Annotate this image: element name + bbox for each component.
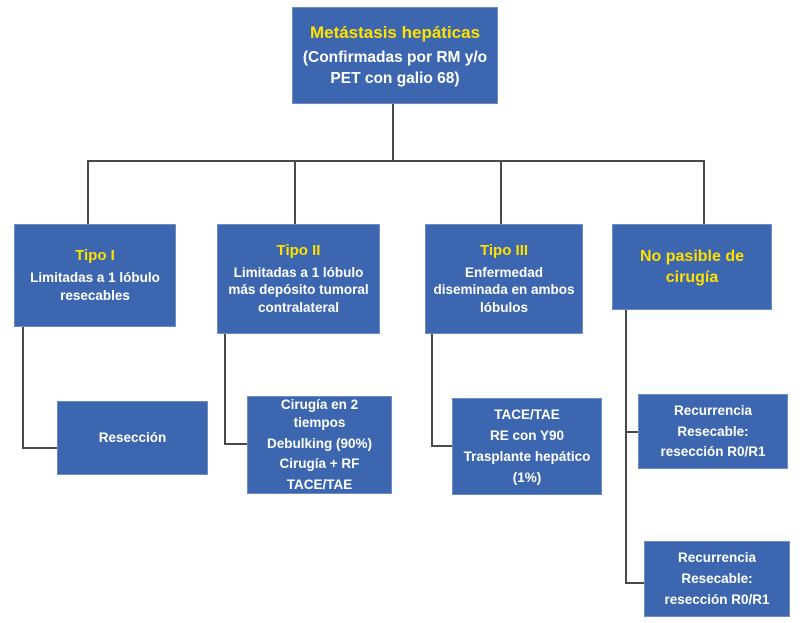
node-tipo-1[interactable]: Tipo I Limitadas a 1 lóbulo resecables [14, 224, 176, 327]
tipo-1-treatment-line-1: Resección [98, 430, 167, 446]
root-heading: Metástasis hepáticas [309, 22, 481, 42]
connector-bus [87, 160, 704, 162]
connector-drop-tipo3 [500, 160, 502, 225]
tipo-2-line-3: contralateral [257, 300, 340, 316]
node-tipo-1-treatment[interactable]: Resección [57, 401, 208, 475]
tipo-3-treatment-line-2: RE con Y90 [489, 428, 565, 444]
recurrencia-1-line-3: resección R0/R1 [660, 444, 766, 460]
node-tipo-2[interactable]: Tipo II Limitadas a 1 lóbulo más depósit… [217, 224, 380, 334]
connector-drop-tipo2 [294, 160, 296, 225]
tipo-2-heading: Tipo II [276, 241, 321, 259]
recurrencia-1-line-2: Resecable: [677, 423, 749, 439]
tipo-3-treatment-line-1: TACE/TAE [494, 407, 560, 423]
node-root[interactable]: Metástasis hepáticas (Confirmadas por RM… [292, 7, 498, 104]
tipo-3-treatment-line-3: Trasplante hepático [463, 449, 591, 464]
connector-recurrencia-1-elbow [625, 431, 639, 433]
tipo-1-line-2: resecables [60, 287, 130, 303]
tipo-3-line-1: Enfermedad [464, 264, 544, 280]
tipo-3-line-3: lóbulos [480, 300, 528, 316]
tipo-1-line-1: Limitadas a 1 lóbulo [30, 270, 160, 286]
node-recurrencia-2[interactable]: Recurrencia Resecable: resección R0/R1 [644, 541, 790, 617]
node-tipo-3[interactable]: Tipo III Enfermedad diseminada en ambos … [425, 224, 583, 334]
tipo-2-treatment-line-3: Cirugía + RF [279, 456, 360, 472]
recurrencia-2-line-2: Resecable: [681, 571, 753, 587]
connector-root-stem [392, 104, 394, 161]
connector-drop-tipo1 [87, 160, 89, 225]
connector-tipo1-elbow [22, 447, 58, 449]
tipo-2-treatment-line-2: Debulking (90%) [266, 435, 372, 451]
connector-tipo2-vertical [224, 334, 226, 444]
tipo-3-treatment-line-4: (1%) [512, 469, 542, 485]
connector-tipo2-elbow [224, 443, 248, 445]
connector-tipo1-vertical [22, 327, 24, 448]
connector-recurrencia-2-elbow [625, 582, 645, 584]
connector-drop-no-quirurgico [703, 160, 705, 225]
node-no-quirurgico[interactable]: No pasible de cirugía [612, 224, 772, 310]
connector-tipo3-vertical [431, 334, 433, 446]
tipo-2-line-2: más depósito tumoral [228, 282, 369, 298]
recurrencia-2-line-1: Recurrencia [677, 550, 757, 566]
no-quirurgico-line-1: No pasible de [639, 247, 745, 265]
tipo-3-line-2: diseminada en ambos [433, 282, 575, 298]
root-line-2: PET con galio 68) [330, 69, 460, 87]
tipo-3-heading: Tipo III [479, 241, 529, 259]
no-quirurgico-line-2: cirugía [665, 269, 719, 286]
node-tipo-2-treatment[interactable]: Cirugía en 2 tiempos Debulking (90%) Cir… [247, 396, 392, 494]
node-recurrencia-1[interactable]: Recurrencia Resecable: resección R0/R1 [638, 394, 788, 469]
node-tipo-3-treatment[interactable]: TACE/TAE RE con Y90 Trasplante hepático … [452, 398, 602, 495]
recurrencia-2-line-3: resección R0/R1 [664, 591, 770, 607]
tipo-2-line-1: Limitadas a 1 lóbulo [233, 264, 364, 280]
connector-tipo3-elbow [431, 445, 453, 447]
tipo-1-heading: Tipo I [75, 247, 115, 265]
root-line-1: (Confirmadas por RM y/o [302, 49, 488, 67]
connector-right-spine [625, 310, 627, 583]
tipo-2-treatment-line-4: TACE/TAE [286, 477, 353, 493]
recurrencia-1-line-1: Recurrencia [673, 402, 753, 418]
tipo-2-treatment-line-1: Cirugía en 2 tiempos [280, 396, 359, 430]
